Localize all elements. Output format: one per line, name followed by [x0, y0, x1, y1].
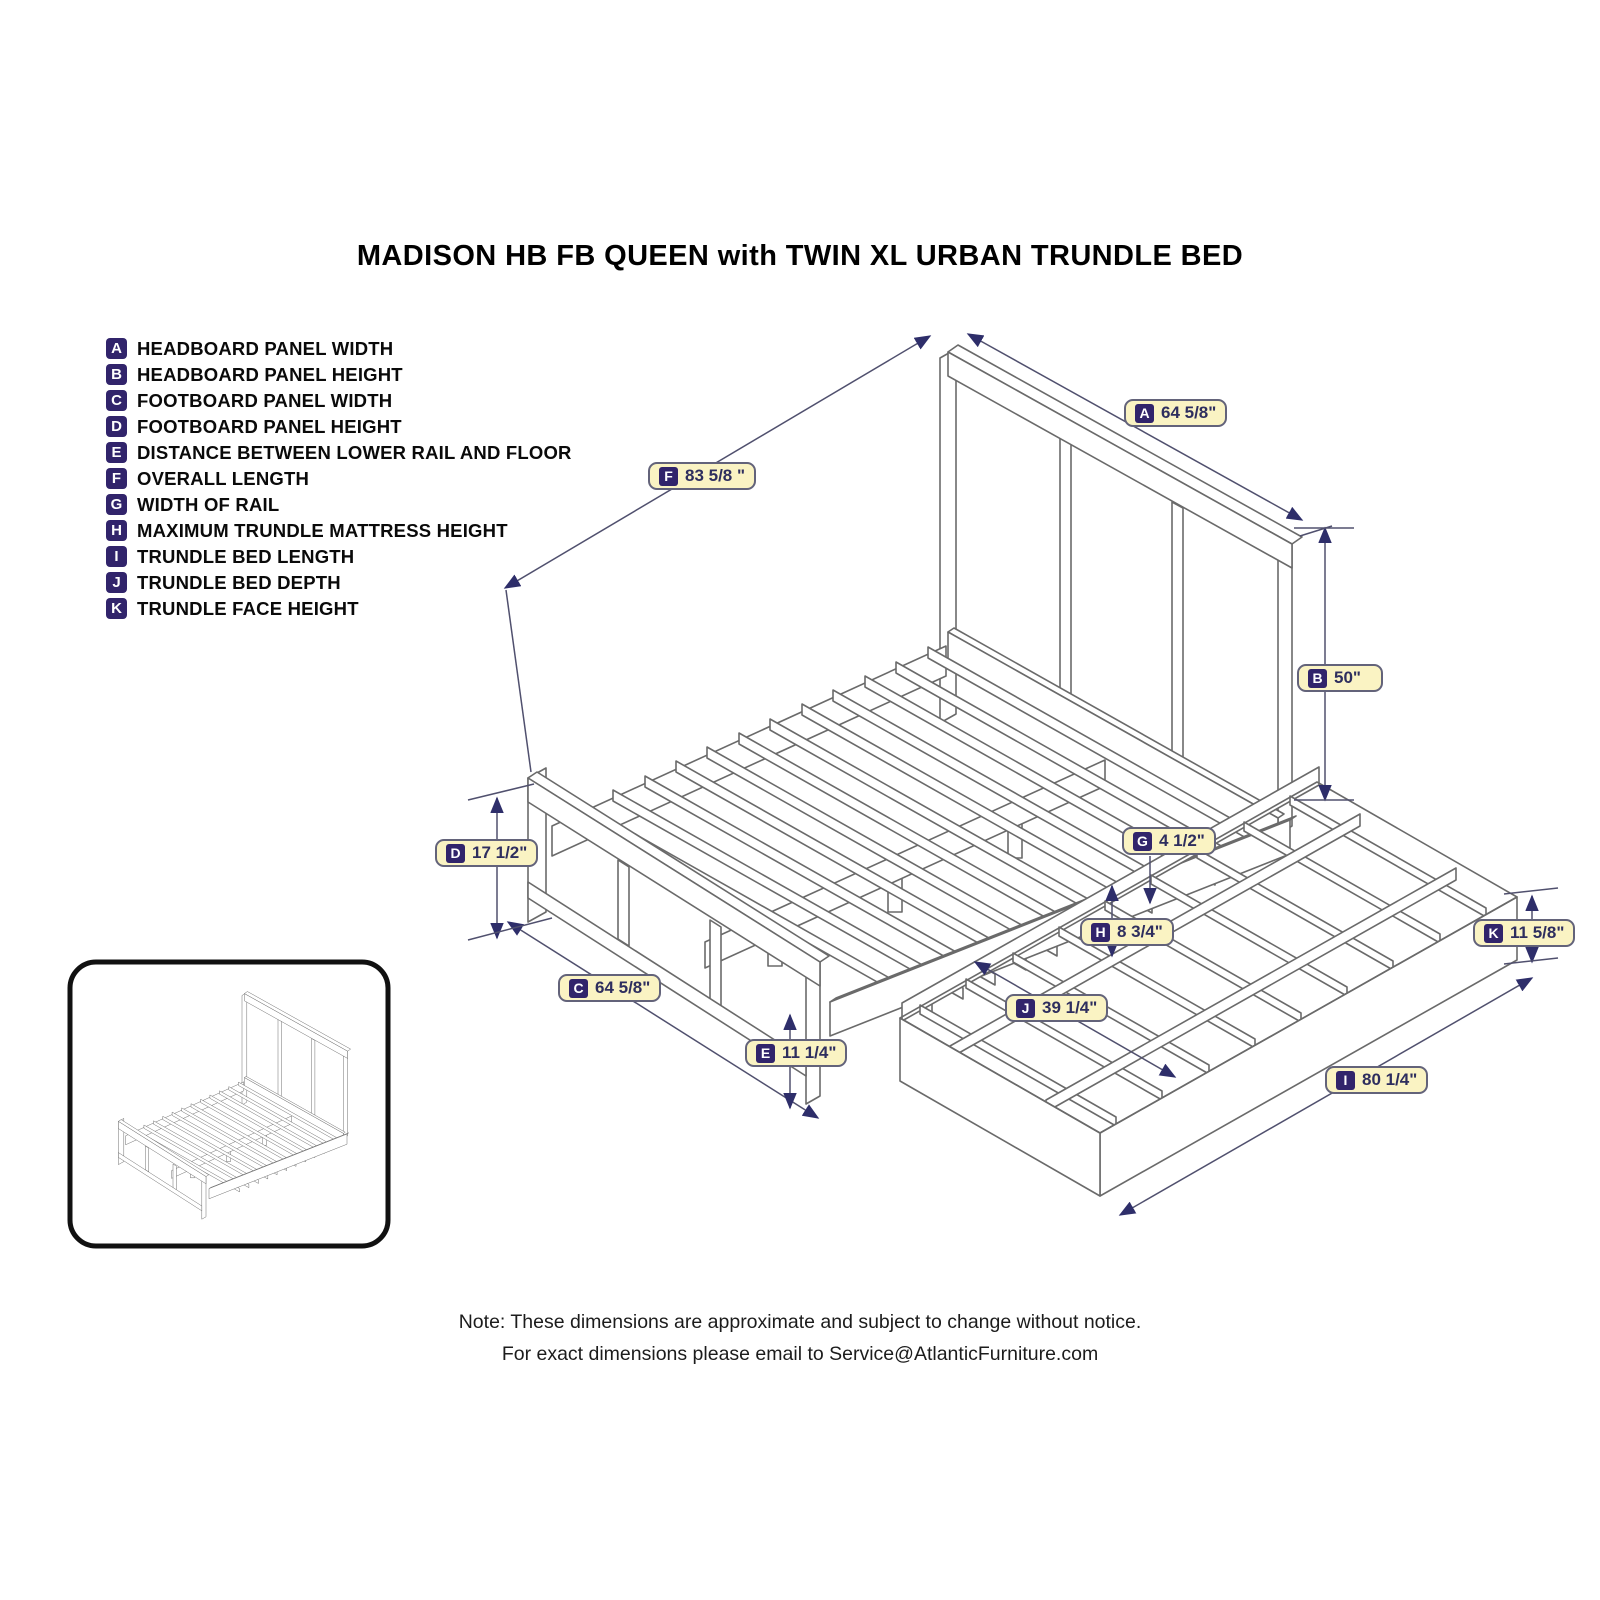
legend-item: H MAXIMUM TRUNDLE MATTRESS HEIGHT	[106, 520, 572, 541]
legend-badge: G	[106, 494, 127, 515]
footer-note-line2: For exact dimensions please email to Ser…	[501, 1343, 1099, 1365]
legend-label: DISTANCE BETWEEN LOWER RAIL AND FLOOR	[137, 441, 572, 463]
extension-line	[1299, 525, 1333, 537]
dim-line-C	[506, 921, 820, 1119]
dim-label-G: G 4 1/2"	[1122, 827, 1216, 855]
inset-border	[67, 959, 391, 1249]
legend-label: TRUNDLE BED LENGTH	[137, 545, 355, 567]
dim-label-I: I 80 1/4"	[1325, 1066, 1429, 1094]
legend-badge: A	[106, 338, 127, 359]
trundle-rim	[899, 781, 1518, 1134]
legend-badge: B	[106, 364, 127, 385]
dim-badge-E: E	[756, 1043, 775, 1063]
dim-label-H: H 8 3/4"	[1080, 918, 1174, 946]
dim-badge-H: H	[1091, 922, 1110, 942]
bed-slats	[581, 646, 1279, 1014]
legend-label: WIDTH OF RAIL	[137, 493, 280, 515]
dim-value-C: 64 5/8"	[595, 978, 651, 997]
legend-item: J TRUNDLE BED DEPTH	[106, 572, 572, 593]
legend-label: FOOTBOARD PANEL WIDTH	[137, 389, 393, 411]
legend-label: TRUNDLE FACE HEIGHT	[137, 597, 359, 619]
legend-badge: K	[106, 598, 127, 619]
legend-badge: D	[106, 416, 127, 437]
legend-item: E DISTANCE BETWEEN LOWER RAIL AND FLOOR	[106, 442, 572, 463]
legend-label: OVERALL LENGTH	[137, 467, 310, 489]
dim-label-K: K 11 5/8"	[1473, 919, 1576, 947]
dim-badge-G: G	[1133, 831, 1152, 851]
legend-badge: J	[106, 572, 127, 593]
legend-label: MAXIMUM TRUNDLE MATTRESS HEIGHT	[137, 519, 508, 541]
legend-badge: C	[106, 390, 127, 411]
dim-label-F: F 83 5/8 "	[648, 462, 757, 490]
dim-line-I	[1118, 977, 1534, 1216]
legend-item: C FOOTBOARD PANEL WIDTH	[106, 390, 572, 411]
dim-value-F: 83 5/8 "	[685, 466, 746, 485]
dim-value-H: 8 3/4"	[1117, 922, 1163, 941]
dim-label-A: A 64 5/8"	[1124, 399, 1228, 427]
dim-label-E: E 11 1/4"	[745, 1039, 848, 1067]
legend-item: B HEADBOARD PANEL HEIGHT	[106, 364, 572, 385]
legend-badge: I	[106, 546, 127, 567]
legend-item: I TRUNDLE BED LENGTH	[106, 546, 572, 567]
dim-badge-F: F	[659, 466, 678, 486]
dim-label-J: J 39 1/4"	[1005, 994, 1109, 1022]
dim-badge-B: B	[1308, 668, 1327, 688]
dim-line-A	[966, 333, 1304, 521]
extension-line	[467, 783, 535, 801]
dim-value-G: 4 1/2"	[1159, 831, 1205, 850]
legend-badge: E	[106, 442, 127, 463]
dim-value-A: 64 5/8"	[1161, 403, 1217, 422]
legend-badge: F	[106, 468, 127, 489]
dimension-lines	[467, 333, 1559, 1216]
dim-value-B: 50"	[1334, 668, 1361, 687]
dim-badge-I: I	[1336, 1070, 1355, 1090]
legend-badge: H	[106, 520, 127, 541]
extension-line	[467, 917, 553, 941]
legend-item: K TRUNDLE FACE HEIGHT	[106, 598, 572, 619]
extension-line	[1503, 957, 1559, 965]
legend-label: HEADBOARD PANEL WIDTH	[137, 337, 394, 359]
legend-item: G WIDTH OF RAIL	[106, 494, 572, 515]
legend-item: A HEADBOARD PANEL WIDTH	[106, 338, 572, 359]
extension-line	[505, 589, 532, 773]
inset-thumbnail	[67, 959, 391, 1249]
dimension-legend: A HEADBOARD PANEL WIDTH B HEADBOARD PANEL …	[106, 338, 572, 624]
headboard	[939, 344, 1303, 847]
dim-badge-D: D	[446, 843, 465, 863]
legend-item: D FOOTBOARD PANEL HEIGHT	[106, 416, 572, 437]
dim-value-J: 39 1/4"	[1042, 998, 1098, 1017]
legend-label: TRUNDLE BED DEPTH	[137, 571, 341, 593]
dim-value-K: 11 5/8"	[1510, 923, 1565, 942]
dim-value-E: 11 1/4"	[782, 1043, 837, 1062]
dim-label-C: C 64 5/8"	[558, 974, 662, 1002]
dim-value-I: 80 1/4"	[1362, 1070, 1418, 1089]
dim-badge-J: J	[1016, 998, 1035, 1018]
page-title: MADISON HB FB QUEEN with TWIN XL URBAN T…	[356, 240, 1244, 272]
legend-item: F OVERALL LENGTH	[106, 468, 572, 489]
dim-badge-C: C	[569, 978, 588, 998]
dim-badge-A: A	[1135, 403, 1154, 423]
dim-label-D: D 17 1/2"	[435, 839, 539, 867]
extension-line	[1503, 887, 1559, 895]
legend-label: FOOTBOARD PANEL HEIGHT	[137, 415, 402, 437]
footer-note: Note: These dimensions are approximate a…	[0, 1306, 1600, 1370]
legend-label: HEADBOARD PANEL HEIGHT	[137, 363, 403, 385]
dim-label-B: B 50"	[1297, 664, 1383, 692]
dim-badge-K: K	[1484, 923, 1503, 943]
dim-value-D: 17 1/2"	[472, 843, 528, 862]
footer-note-line1: Note: These dimensions are approximate a…	[458, 1311, 1142, 1333]
